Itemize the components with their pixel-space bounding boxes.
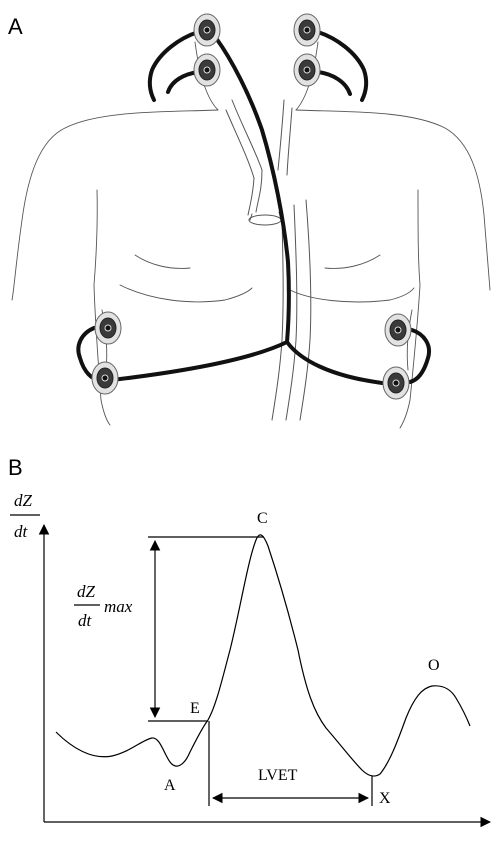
point-label-x: X bbox=[379, 790, 391, 807]
panel-a-label: A bbox=[8, 14, 23, 39]
dzdt-max-word: max bbox=[104, 597, 133, 616]
electrode-thorax-right-lower bbox=[383, 367, 409, 399]
electrode-thorax-left-upper bbox=[95, 312, 121, 344]
dzdt-max-denominator: dt bbox=[78, 611, 93, 630]
electrode-neck-right-lower bbox=[294, 54, 320, 86]
dzdt-max-numerator: dZ bbox=[77, 582, 96, 601]
electrode-wires bbox=[78, 32, 429, 383]
electrode-thorax-right-upper bbox=[385, 314, 411, 346]
point-label-a: A bbox=[164, 777, 176, 794]
dzdt-waveform bbox=[56, 535, 470, 776]
y-axis-label-numerator: dZ bbox=[14, 491, 33, 510]
point-label-o: O bbox=[428, 657, 440, 674]
y-axis-label-denominator: dt bbox=[14, 522, 29, 541]
panel-a: A bbox=[8, 14, 490, 428]
point-label-e: E bbox=[190, 700, 200, 717]
lvet-label: LVET bbox=[258, 767, 298, 784]
electrode-neck-left-upper bbox=[194, 14, 220, 46]
point-label-c: C bbox=[257, 510, 268, 527]
electrode-neck-left-lower bbox=[194, 54, 220, 86]
electrode-thorax-left-lower bbox=[92, 362, 118, 394]
panel-b: B dZ dt dZ dt max LVET C E A X O bbox=[8, 455, 490, 822]
electrode-neck-right-upper bbox=[294, 14, 320, 46]
panel-b-label: B bbox=[8, 455, 23, 480]
